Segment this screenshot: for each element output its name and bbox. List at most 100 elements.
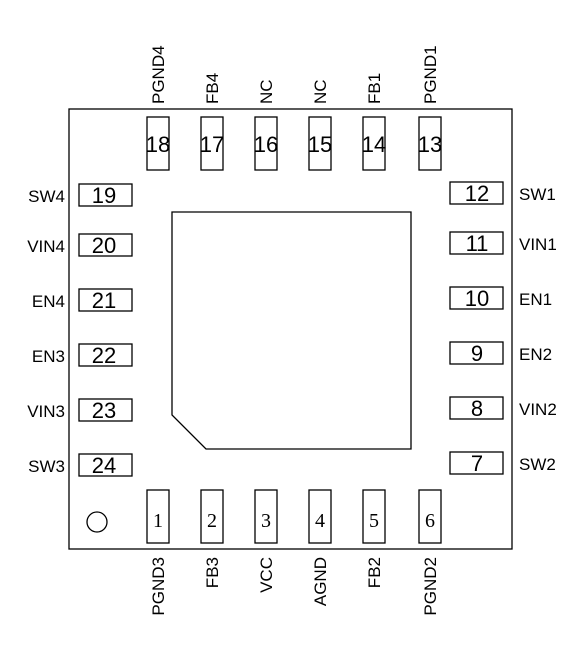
pin-name: SW2 — [519, 455, 556, 474]
pin-name: VIN2 — [519, 400, 557, 419]
pin-number: 11 — [466, 231, 489, 256]
pin-left-6: 24 SW3 — [28, 453, 133, 478]
pin-pad — [200, 116, 224, 171]
pin-left-1: 19 SW4 — [28, 183, 133, 208]
pin-pad — [418, 116, 442, 171]
pin-pad — [449, 341, 504, 365]
pin-name: PGND4 — [149, 45, 168, 104]
pin-number: 12 — [465, 181, 489, 206]
pin-name: SW1 — [519, 185, 556, 204]
pin-right-3: 9 EN2 — [449, 341, 552, 366]
pin-number: 9 — [471, 341, 483, 366]
pin-name: PGND1 — [421, 45, 440, 104]
pin1-marker-circle-icon — [86, 511, 108, 533]
pin-pad — [449, 286, 504, 310]
pin-number: 14 — [362, 132, 386, 157]
pin-number: 3 — [261, 510, 271, 532]
pin-name: FB3 — [203, 557, 222, 588]
pin-top-5: 17 FB4 — [200, 73, 224, 171]
pin-number: 2 — [207, 510, 217, 532]
pin-pad — [449, 231, 504, 255]
pin-pad — [308, 116, 332, 171]
exposed-pad — [171, 211, 412, 450]
pin-pad — [78, 288, 133, 312]
pin-right-5: 11 VIN1 — [449, 231, 557, 256]
pin-name: VCC — [257, 557, 276, 593]
pin-number: 8 — [471, 396, 483, 421]
pin-number: 17 — [200, 132, 224, 157]
pin-name: VIN4 — [27, 237, 65, 256]
pin-name: NC — [311, 79, 330, 104]
pin-name: EN2 — [519, 345, 552, 364]
package-body — [68, 108, 513, 550]
pin-number: 4 — [315, 510, 325, 532]
pin-name: PGND2 — [421, 557, 440, 616]
pin-number: 24 — [92, 453, 116, 478]
pin-pad — [78, 343, 133, 367]
pin-name: AGND — [311, 557, 330, 606]
pin-pad — [362, 116, 386, 171]
pin-name: SW4 — [28, 187, 65, 206]
pin-pad — [362, 489, 386, 544]
pin-pad — [146, 489, 170, 544]
pin-name: NC — [257, 79, 276, 104]
pin-number: 21 — [92, 288, 116, 313]
pin-name: FB4 — [203, 73, 222, 104]
pin-left-4: 22 EN3 — [32, 343, 133, 368]
pin-top-2: 14 FB1 — [362, 73, 386, 171]
pin-left-5: 23 VIN3 — [27, 398, 133, 423]
pin-name: SW3 — [28, 457, 65, 476]
pin-left-3: 21 EN4 — [32, 288, 133, 313]
pin-number: 19 — [92, 183, 116, 208]
pin-name: EN3 — [32, 347, 65, 366]
pin-top-6: 18 PGND4 — [146, 45, 170, 171]
pin-top-1: 13 PGND1 — [418, 45, 442, 171]
pin-name: EN4 — [32, 292, 65, 311]
pin-pad — [254, 489, 278, 544]
pin-number: 18 — [146, 132, 170, 157]
pin-number: 13 — [418, 132, 442, 157]
pin-right-1: 7 SW2 — [449, 451, 556, 476]
pin-number: 1 — [153, 510, 163, 532]
pin-name: VIN1 — [519, 235, 557, 254]
pin-right-2: 8 VIN2 — [449, 396, 557, 421]
pin-right-6: 12 SW1 — [449, 181, 556, 206]
pin-name: PGND3 — [149, 557, 168, 616]
pin-pad — [254, 116, 278, 171]
pin-top-4: 16 NC — [254, 79, 278, 171]
pin-pad — [78, 183, 133, 207]
pin-number: 6 — [425, 510, 435, 532]
pin-name: EN1 — [519, 290, 552, 309]
pin-pad — [146, 116, 170, 171]
pin-number: 10 — [465, 286, 489, 311]
pin-name: VIN3 — [27, 402, 65, 421]
pin-pad — [78, 453, 133, 477]
pin-number: 22 — [92, 343, 116, 368]
pin-name: FB2 — [365, 557, 384, 588]
pin-number: 7 — [471, 451, 483, 476]
pin-number: 20 — [92, 233, 116, 258]
pin-left-2: 20 VIN4 — [27, 233, 133, 258]
pin-number: 15 — [308, 132, 332, 157]
pin-pad — [418, 489, 442, 544]
pin-pad — [449, 451, 504, 475]
pin-pad — [78, 398, 133, 422]
pin-name: FB1 — [365, 73, 384, 104]
pin-pad — [449, 181, 504, 205]
pin-number: 5 — [369, 510, 379, 532]
pin-number: 23 — [92, 398, 116, 423]
pin-pad — [200, 489, 224, 544]
pin-top-3: 15 NC — [308, 79, 332, 171]
pin-pad — [78, 233, 133, 257]
pin-number: 16 — [254, 132, 278, 157]
pin-right-4: 10 EN1 — [449, 286, 552, 311]
pin-pad — [308, 489, 332, 544]
